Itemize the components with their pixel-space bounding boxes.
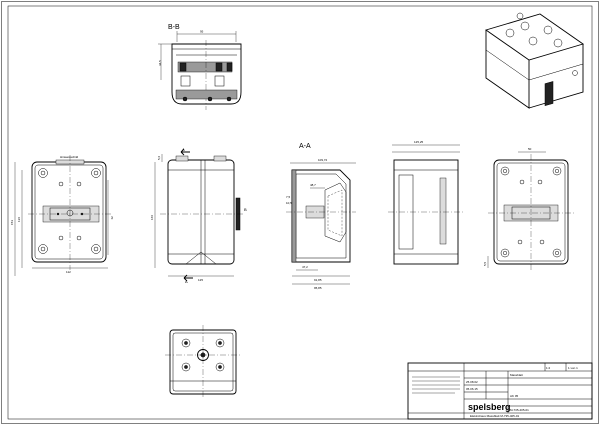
profile-view: 125,25 — [388, 140, 464, 265]
dim-side-height: 166 — [150, 215, 154, 220]
isometric-view — [484, 12, 585, 109]
tb-scale: 1:2 — [546, 366, 551, 370]
dim-rside-top: 50 — [528, 147, 532, 151]
tb-drawing-type: Massblatt — [510, 373, 523, 377]
section-arrow-a-bottom: A — [185, 279, 188, 284]
dim-front-total: 153 — [10, 220, 14, 225]
section-label-aa: A-A — [299, 143, 311, 150]
dim-aa-d4: 47,2 — [302, 265, 308, 269]
dim-front-width: 112 — [66, 270, 71, 274]
section-label-bb: B-B — [168, 24, 180, 31]
tb-date-2: 05.06.15 — [466, 387, 478, 391]
dim-rside-left: 5,5 — [483, 261, 487, 266]
dim-aa-d1: 48,7 — [310, 183, 316, 187]
dim-side-top: 5,6 — [157, 155, 161, 160]
caption-hinweisschild: Hinweisschild — [60, 155, 79, 159]
dim-aa-d6: 91,85 — [314, 278, 322, 282]
tb-part-number: M-735-405-01 — [510, 408, 529, 412]
section-view-aa: 109,72 48,7 7,5 10,5 47,2 91,85 95,85 — [286, 158, 356, 290]
bottom-view — [165, 325, 241, 399]
section-arrow-b-right: B — [244, 207, 247, 212]
dim-aa-top: 125,25 — [414, 140, 424, 144]
tb-date-1: 25.08.02 — [466, 380, 478, 384]
dim-bb-height: 44,5 — [158, 60, 162, 66]
tb-sheet: 1 von 1 — [568, 366, 578, 370]
dim-side-width: 125 — [198, 278, 203, 282]
section-view-bb: 95 44,5 — [158, 30, 242, 110]
tb-company-logo: spelsberg — [468, 402, 511, 412]
dim-aa-d3: 10,5 — [286, 201, 292, 205]
dim-aa-d2: 7,5 — [286, 195, 291, 199]
tb-product: AK 05 — [510, 394, 519, 398]
dim-aa-d5: 95,85 — [314, 286, 322, 290]
dim-aa-inner: 109,72 — [318, 158, 328, 162]
dim-front-inner: 136 — [17, 217, 21, 222]
side-view: 166 5,6 125 — [150, 148, 244, 282]
inner-border — [7, 5, 593, 420]
front-view: 153 136 70 112 — [10, 155, 114, 276]
tb-footer: Elektrohaus Massblatt M-735-405-01 — [470, 414, 520, 418]
dim-front-right: 70 — [110, 216, 114, 220]
dim-bb-width: 95 — [200, 30, 204, 34]
title-block: 1:2 1 von 1 Massblatt AK 05 M-735-405-01… — [407, 362, 593, 420]
rear-view: 50 5,5 — [483, 147, 574, 270]
